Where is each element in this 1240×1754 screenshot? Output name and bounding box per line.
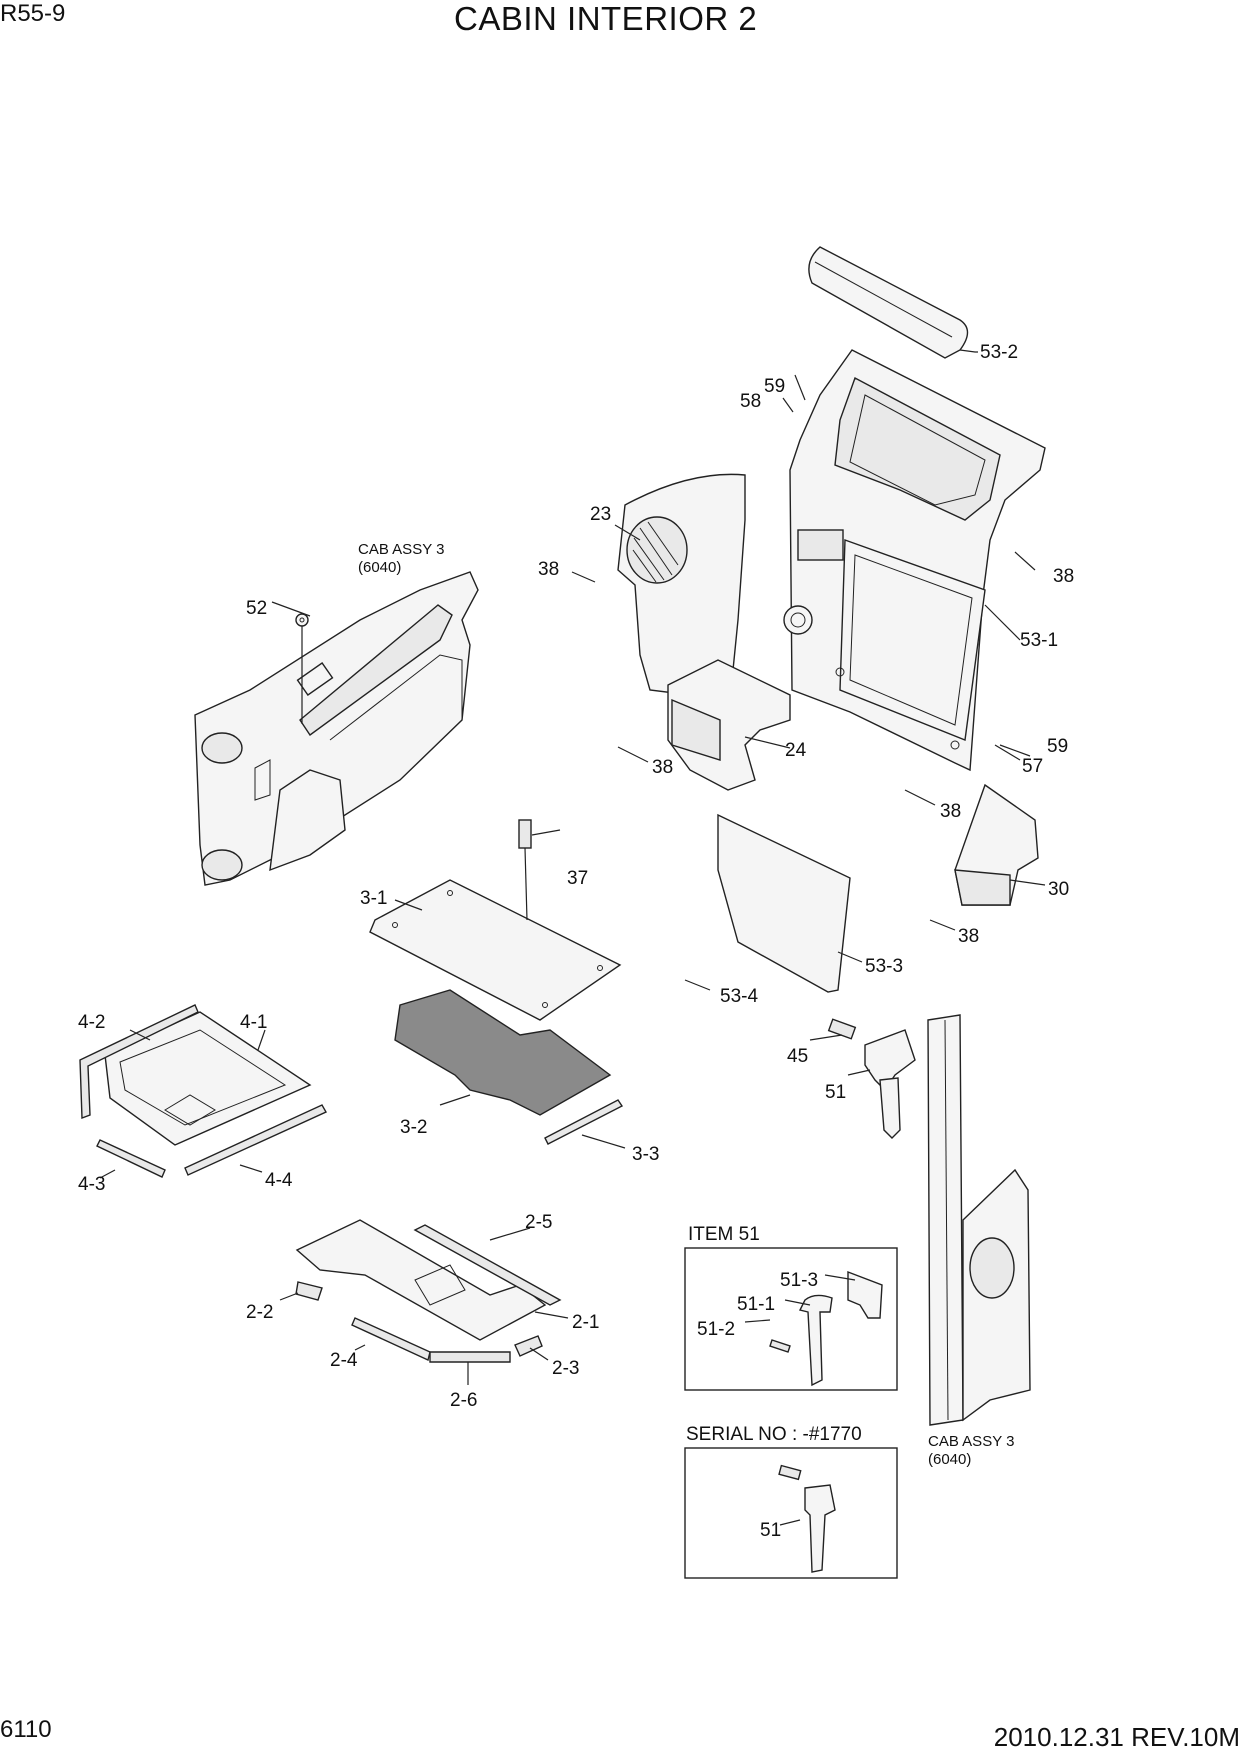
item-51-title: ITEM 51 bbox=[688, 1224, 760, 1245]
part-51-lever bbox=[827, 1018, 916, 1139]
callout-53-4: 53-4 bbox=[720, 986, 758, 1007]
callout-2-5: 2-5 bbox=[525, 1212, 552, 1233]
callout-4-1: 4-1 bbox=[240, 1012, 267, 1033]
callout-38: 38 bbox=[940, 801, 961, 822]
part-2-5-strip bbox=[413, 1224, 562, 1306]
callout-45: 45 bbox=[787, 1046, 808, 1067]
note-cab-assy-ref: (6040) bbox=[358, 559, 401, 576]
part-2-1-plate bbox=[295, 1219, 547, 1341]
part-2-6-strip bbox=[429, 1351, 511, 1363]
part-53-2-top-cover bbox=[808, 246, 969, 359]
callout-57: 57 bbox=[1022, 756, 1043, 777]
part-4-4-strip bbox=[184, 1104, 327, 1176]
callout-59: 59 bbox=[1047, 736, 1068, 757]
callout-38: 38 bbox=[652, 757, 673, 778]
part-3-1-plate bbox=[369, 879, 622, 1021]
callout-38: 38 bbox=[1053, 566, 1074, 587]
callout-4-4: 4-4 bbox=[265, 1170, 293, 1191]
part-4-3-strip bbox=[96, 1139, 166, 1178]
part-30-duct bbox=[954, 783, 1039, 906]
part-52-washer bbox=[295, 613, 309, 627]
serial-box bbox=[684, 1447, 898, 1579]
callout-51-2: 51-2 bbox=[697, 1319, 735, 1340]
part-37-bolt bbox=[518, 819, 532, 921]
note-cab-assy-ref: (6040) bbox=[928, 1451, 971, 1468]
page-title: CABIN INTERIOR 2 bbox=[454, 0, 758, 37]
revision-date: 2010.12.31 REV.10M bbox=[993, 1722, 1240, 1752]
part-24-bracket bbox=[667, 659, 791, 791]
callout-3-1: 3-1 bbox=[360, 888, 387, 909]
callout-58: 58 bbox=[740, 391, 761, 412]
callout-2-2: 2-2 bbox=[246, 1302, 273, 1323]
part-2-4-strip bbox=[351, 1317, 431, 1361]
page-number: 6110 bbox=[0, 1716, 52, 1743]
callout-2-4: 2-4 bbox=[330, 1350, 358, 1371]
callout-24: 24 bbox=[785, 740, 807, 761]
item-51-exploded bbox=[769, 1270, 883, 1387]
callout-59: 59 bbox=[764, 376, 785, 397]
callout-4-2: 4-2 bbox=[78, 1012, 105, 1033]
callout-53-1: 53-1 bbox=[1020, 630, 1058, 651]
part-3-2-mat bbox=[394, 989, 612, 1116]
part-3-3-strip bbox=[544, 1099, 624, 1145]
model-code: R55-9 bbox=[0, 0, 66, 27]
cab-assy-left-panel bbox=[194, 571, 479, 886]
callout-labels: 53-2 59 58 23 38 38 53-1 52 24 38 59 57 … bbox=[78, 342, 1074, 1541]
callout-38: 38 bbox=[538, 559, 559, 580]
callout-52: 52 bbox=[246, 598, 267, 619]
callout-4-3: 4-3 bbox=[78, 1174, 105, 1195]
callout-51-1: 51-1 bbox=[737, 1294, 775, 1315]
callout-53-2: 53-2 bbox=[980, 342, 1018, 363]
part-53-1-rear-panel bbox=[783, 349, 1046, 772]
item-51-box bbox=[684, 1247, 898, 1391]
note-cab-assy: CAB ASSY 3 bbox=[928, 1433, 1014, 1450]
part-45-bolt bbox=[827, 1018, 857, 1040]
callout-51-3: 51-3 bbox=[780, 1270, 818, 1291]
callout-2-1: 2-1 bbox=[572, 1312, 599, 1333]
part-53-3-lower-panel bbox=[717, 813, 851, 993]
callout-51: 51 bbox=[760, 1520, 781, 1541]
cab-assy-pillar bbox=[927, 1014, 1031, 1426]
part-4-2-strip bbox=[79, 1004, 199, 1119]
callout-53-3: 53-3 bbox=[865, 956, 903, 977]
serial-title: SERIAL NO : -#1770 bbox=[686, 1424, 862, 1445]
callout-38: 38 bbox=[958, 926, 979, 947]
callout-2-6: 2-6 bbox=[450, 1390, 477, 1411]
callout-3-3: 3-3 bbox=[632, 1144, 659, 1165]
callout-3-2: 3-2 bbox=[400, 1117, 427, 1138]
callout-37: 37 bbox=[567, 868, 588, 889]
leader-lines bbox=[99, 349, 1046, 1526]
note-cab-assy: CAB ASSY 3 bbox=[358, 541, 444, 558]
callout-23: 23 bbox=[590, 504, 611, 525]
part-2-3-block bbox=[514, 1335, 543, 1357]
callout-30: 30 bbox=[1048, 879, 1069, 900]
callout-51: 51 bbox=[825, 1082, 846, 1103]
part-23-side-panel bbox=[617, 473, 746, 701]
callout-2-3: 2-3 bbox=[552, 1358, 579, 1379]
part-2-2-block bbox=[295, 1281, 323, 1301]
serial-lever bbox=[778, 1464, 836, 1573]
